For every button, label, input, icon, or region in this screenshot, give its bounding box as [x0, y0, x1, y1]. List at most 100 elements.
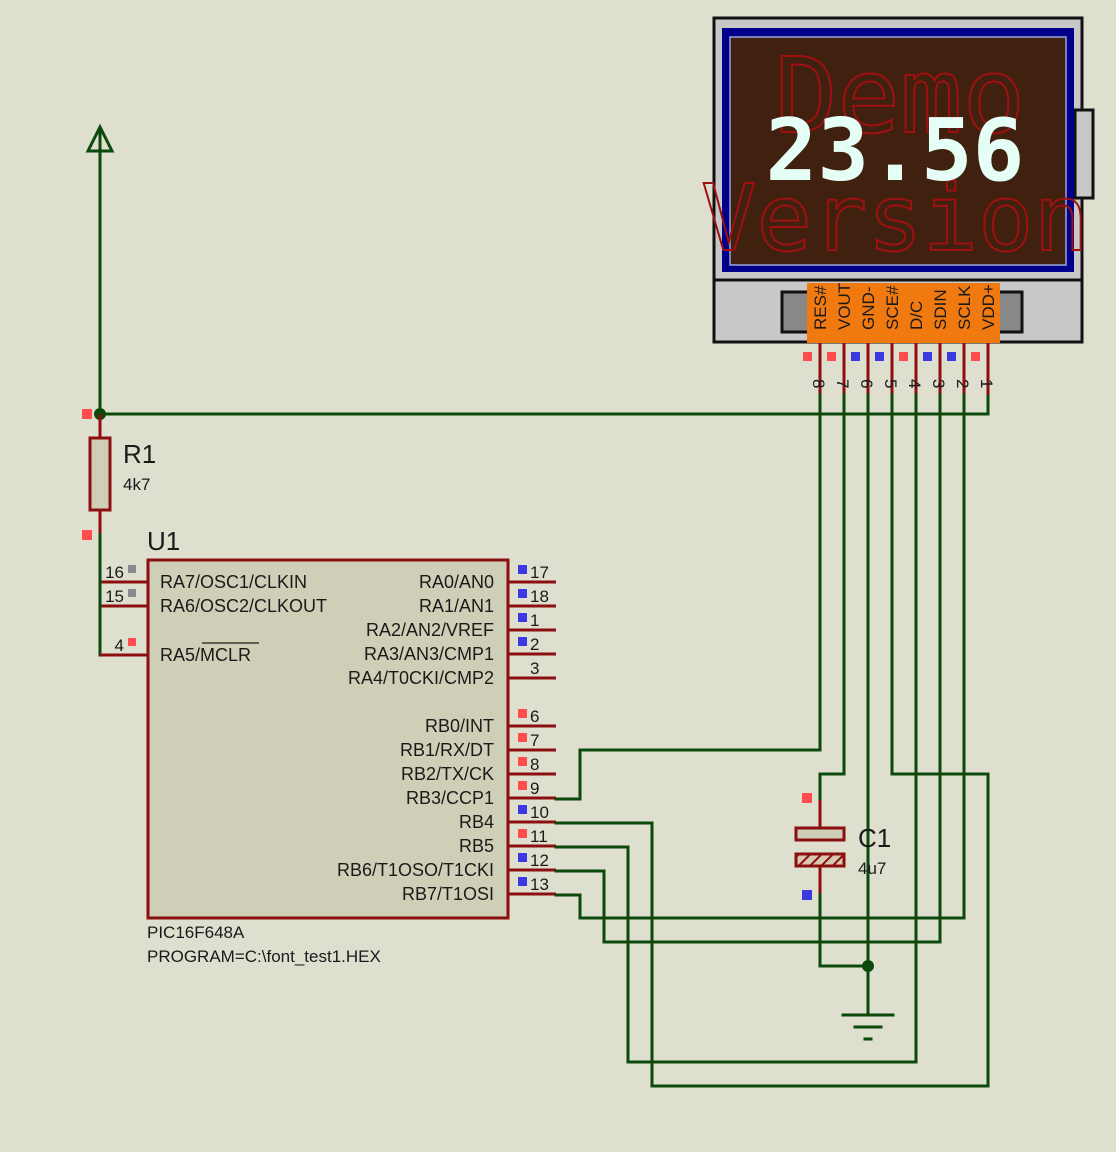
pin-number: 13	[530, 875, 549, 894]
wire-c1-gnd[interactable]	[818, 893, 870, 968]
lcd-pin-name: SCLK	[955, 285, 974, 330]
pin-name: RB1/RX/DT	[400, 740, 494, 760]
lcd-pin-number: 2	[953, 379, 972, 388]
logic-probe	[947, 352, 956, 361]
lcd-pin[interactable]: SCLK 2	[947, 285, 974, 395]
lcd-side-tab	[1073, 108, 1095, 200]
pin-name: RA1/AN1	[419, 596, 494, 616]
logic-probe-high	[82, 530, 92, 540]
capacitor-plate-positive	[794, 826, 846, 842]
wire-sclk[interactable]	[554, 393, 966, 920]
junction-dot	[862, 960, 874, 972]
resistor-r1[interactable]: R1 4k7	[88, 414, 156, 535]
lcd-display-value: 23.56	[766, 101, 1025, 201]
pin-number: 18	[530, 587, 549, 606]
wire-res[interactable]	[554, 393, 822, 801]
wire-sdin[interactable]	[554, 393, 942, 944]
logic-probe	[518, 781, 527, 790]
lcd-pin[interactable]: VDD+1	[971, 284, 998, 395]
microcontroller-u1[interactable]: U1 PIC16F648A PROGRAM=C:\font_test1.HEX …	[98, 526, 556, 966]
pin-number: 6	[530, 707, 539, 726]
logic-probe	[518, 733, 527, 742]
logic-probe	[803, 352, 812, 361]
pin-number: 3	[530, 659, 539, 678]
lcd-pin[interactable]: D/C4	[899, 301, 926, 395]
lcd-pin-name: RES#	[811, 285, 830, 330]
wire-vout[interactable]	[818, 393, 846, 802]
lcd-pin-number: 6	[857, 379, 876, 388]
logic-probe	[518, 637, 527, 646]
u1-right-pin[interactable]: 6 RB0/INT	[425, 707, 556, 736]
pin-name: RA0/AN0	[419, 572, 494, 592]
logic-probe	[851, 352, 860, 361]
pin-number: 12	[530, 851, 549, 870]
logic-probe	[518, 589, 527, 598]
logic-probe	[827, 352, 836, 361]
wire-dc[interactable]	[554, 393, 918, 1064]
lcd-pin[interactable]: GND-6	[851, 287, 878, 395]
lcd-pin-number: 1	[977, 379, 996, 388]
lcd-pin-name: SDIN	[931, 289, 950, 330]
c1-ref-label: C1	[858, 823, 891, 853]
logic-probe-high	[82, 409, 92, 419]
pin-number: 17	[530, 563, 549, 582]
lcd-pin-number: 7	[833, 379, 852, 388]
r1-value-label: 4k7	[123, 475, 150, 494]
lcd-pin[interactable]: SDIN 3	[923, 289, 950, 395]
pin-name: RB0/INT	[425, 716, 494, 736]
resistor-body	[88, 436, 112, 512]
pin-name: RB7/T1OSI	[402, 884, 494, 904]
logic-probe	[518, 877, 527, 886]
u1-right-pin[interactable]: 7 RB1/RX/DT	[400, 731, 556, 760]
logic-probe	[518, 565, 527, 574]
pin-number: 8	[530, 755, 539, 774]
logic-probe	[971, 352, 980, 361]
lcd-connector	[807, 283, 1000, 343]
lcd-pin[interactable]: SCE#5	[875, 285, 902, 395]
pin-name: RA6/OSC2/CLKOUT	[160, 596, 327, 616]
lcd-display[interactable]: Demo Version 23.56 RES#8VOUT7GND-6SCE#5D…	[700, 16, 1095, 395]
lcd-screen	[729, 36, 1067, 266]
logic-probe	[518, 757, 527, 766]
logic-probe	[518, 805, 527, 814]
lcd-pin-number: 8	[809, 379, 828, 388]
wire-vdd-net[interactable]	[98, 393, 990, 416]
pin-number: 9	[530, 779, 539, 798]
lcd-pin[interactable]: RES# 8	[803, 285, 830, 395]
u1-right-pin[interactable]: 18 RA1/AN1	[419, 587, 556, 616]
u1-program-label: PROGRAM=C:\font_test1.HEX	[147, 947, 381, 966]
u1-right-pin[interactable]: 13 RB7/T1OSI	[402, 875, 556, 904]
lcd-pin[interactable]: VOUT 7	[827, 283, 854, 395]
chip-body	[146, 558, 510, 920]
logic-probe-low	[802, 890, 812, 900]
pin-number: 11	[530, 827, 548, 846]
lcd-watermark-version: Version	[701, 165, 1089, 272]
pin-number: 2	[530, 635, 539, 654]
logic-probe	[518, 613, 527, 622]
capacitor-c1[interactable]: C1 4u7	[794, 793, 891, 900]
lcd-pin-name: VOUT	[835, 283, 854, 330]
u1-part-label: PIC16F648A	[147, 923, 245, 942]
ground-symbol[interactable]	[841, 1013, 895, 1041]
pin-name: RA3/AN3/CMP1	[364, 644, 494, 664]
pin-name: RB3/CCP1	[406, 788, 494, 808]
lcd-pin-number: 3	[929, 379, 948, 388]
wire-sce[interactable]	[554, 393, 990, 1088]
u1-right-pin[interactable]: 9 RB3/CCP1	[406, 779, 556, 808]
pin-number: 16	[105, 563, 124, 582]
u1-right-pin[interactable]: 2 RA3/AN3/CMP1	[364, 635, 556, 664]
logic-probe	[128, 638, 136, 646]
u1-right-pin[interactable]: 17 RA0/AN0	[419, 563, 556, 592]
power-terminal[interactable]	[85, 123, 115, 416]
pin-number: 7	[530, 731, 539, 750]
